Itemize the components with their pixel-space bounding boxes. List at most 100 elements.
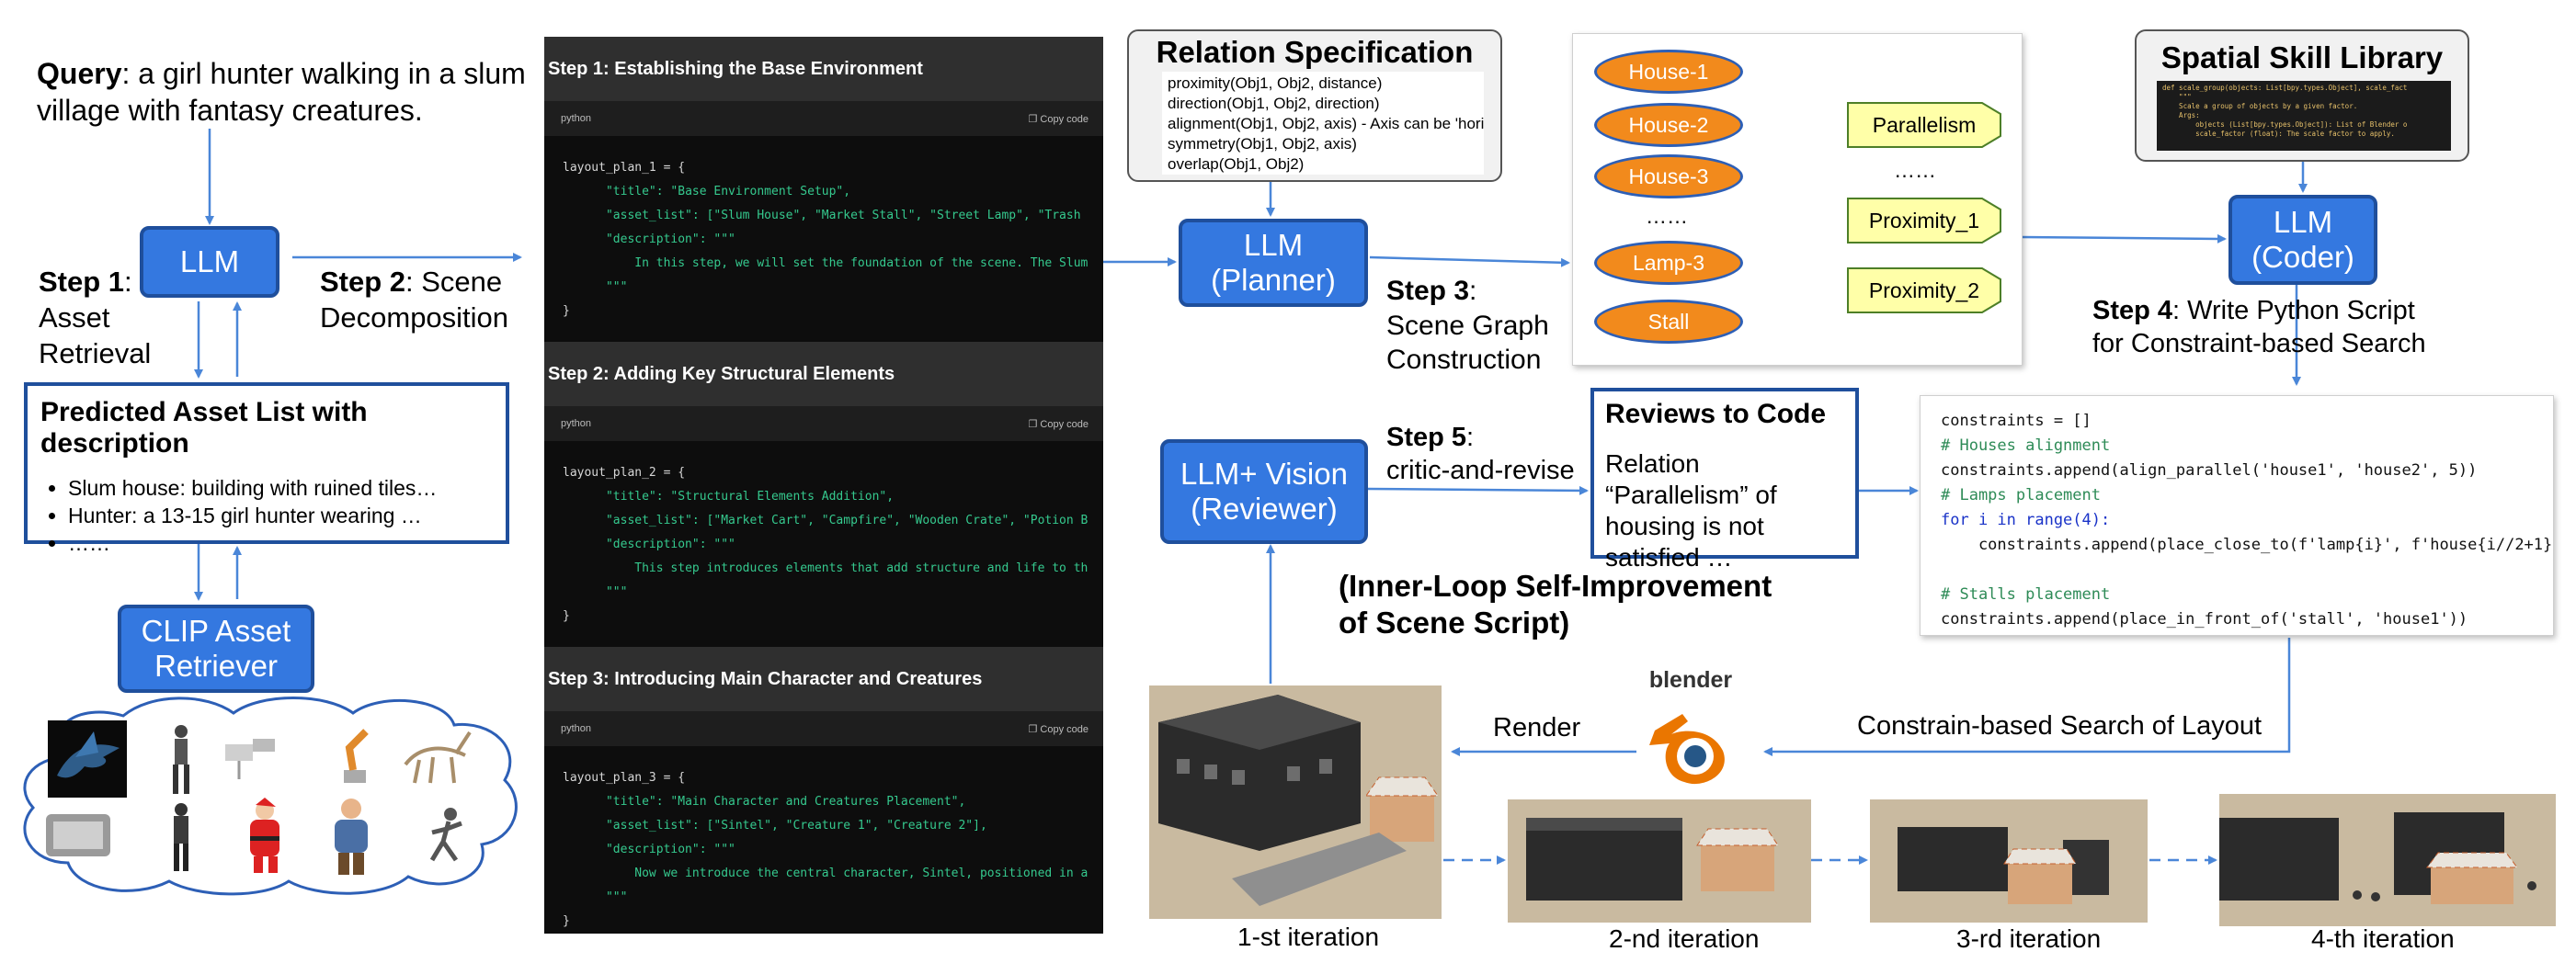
copy-code-button[interactable]: ❐ Copy code bbox=[1028, 418, 1089, 430]
step2-line2: Decomposition bbox=[320, 300, 509, 334]
code-lang-label: python bbox=[561, 113, 592, 124]
robot-arm-image bbox=[325, 722, 381, 787]
relation-proximity-2: Proximity_2 bbox=[1846, 266, 2002, 314]
skill-library-title: Spatial Skill Library bbox=[2160, 40, 2444, 74]
code-triple: """ bbox=[605, 890, 628, 904]
code-close: } bbox=[563, 609, 570, 623]
relation-spec-line: alignment(Obj1, Obj2, axis) - Axis can b… bbox=[1168, 115, 1484, 132]
step2-text: Step 2: Scene Decomposition bbox=[320, 265, 508, 336]
code-key-desc: "description": """ bbox=[605, 232, 735, 246]
code-lang-label: python bbox=[561, 418, 592, 429]
step5-line1: : bbox=[1466, 423, 1475, 452]
step5-label: Step 5 bbox=[1386, 423, 1467, 452]
asset-list-item: …… bbox=[68, 529, 506, 557]
iteration-1-render bbox=[1149, 685, 1442, 919]
step2-label: Step 2 bbox=[320, 266, 406, 298]
soldier-figure-image bbox=[158, 801, 204, 875]
relation-spec-line: proximity(Obj1, Obj2, distance) bbox=[1168, 74, 1383, 92]
layout-plan-code-panel: Step 1: Establishing the Base Environmen… bbox=[544, 37, 1103, 934]
dragon-image bbox=[48, 720, 127, 798]
relation-spec-line: overlap(Obj1, Obj2) bbox=[1168, 155, 1305, 173]
copy-code-button[interactable]: ❐ Copy code bbox=[1028, 723, 1089, 735]
asset-list-item: Hunter: a 13-15 girl hunter wearing … bbox=[68, 502, 506, 529]
iteration-1-label: 1-st iteration bbox=[1237, 923, 1380, 951]
arrow-graph-coder bbox=[2020, 233, 2227, 244]
relation-proximity-2-label: Proximity_2 bbox=[1868, 278, 1980, 302]
skill-library-code: def scale_group(objects: List[bpy.types.… bbox=[2157, 81, 2451, 151]
iteration-3-label: 3-rd iteration bbox=[1956, 924, 2102, 953]
code-desc-value: In this step, we will set the foundation… bbox=[634, 256, 1089, 270]
code-triple: """ bbox=[605, 280, 628, 294]
code-close: } bbox=[563, 914, 570, 928]
copy-code-label: Copy code bbox=[1040, 723, 1089, 735]
step4-label: Step 4 bbox=[2092, 296, 2173, 325]
reviewer-line1: LLM+ Vision bbox=[1180, 457, 1348, 492]
code-title-value: "Structural Elements Addition", bbox=[670, 490, 895, 504]
render-label: Render bbox=[1493, 713, 1581, 742]
arrow-planner-graph bbox=[1369, 255, 1570, 267]
code-line: constraints.append(place_close_to(f'lamp… bbox=[1941, 536, 2554, 554]
node-house-1: House-1 bbox=[1594, 50, 1743, 94]
code-assets-value: ["Sintel", "Creature 1", "Creature 2"], bbox=[706, 819, 987, 833]
code-assets-value: ["Market Cart", "Campfire", "Wooden Crat… bbox=[706, 514, 1089, 527]
iteration-2-render bbox=[1508, 799, 1811, 923]
code-step1-body: layout_plan_1 = { "title": "Base Environ… bbox=[544, 136, 1103, 333]
robot-figure-image bbox=[158, 722, 204, 799]
old-man-image bbox=[322, 796, 381, 878]
machine-image bbox=[37, 805, 123, 867]
code-var: layout_plan_1 = { bbox=[563, 161, 686, 175]
step4-line1: : Write Python Script bbox=[2172, 296, 2415, 325]
arrow-reviewer-review bbox=[1367, 485, 1589, 495]
query-content: : a girl hunter walking in a slum villag… bbox=[37, 57, 526, 127]
skill-code-line: Scale a group of objects by a given fact… bbox=[2162, 102, 2358, 110]
code-step2-title: Step 2: Adding Key Structural Elements bbox=[544, 342, 1103, 406]
step3-line2: Scene Graph bbox=[1386, 310, 1549, 341]
node-stall: Stall bbox=[1594, 300, 1743, 344]
node-house-2: House-2 bbox=[1594, 103, 1743, 147]
step5-text: Step 5: critic-and-revise bbox=[1386, 421, 1575, 488]
node-ellipsis: …… bbox=[1646, 204, 1688, 228]
inner-loop-line1: (Inner-Loop Self-Improvement bbox=[1339, 569, 1772, 603]
code-comment: # Lamps placement bbox=[1941, 486, 2101, 504]
code-lang-label: python bbox=[561, 723, 592, 734]
code-var: layout_plan_2 = { bbox=[563, 466, 686, 480]
arrow-constraints-blender bbox=[1763, 638, 2291, 756]
code-key-assets: "asset_list": bbox=[605, 514, 707, 527]
camera-rig-image bbox=[221, 726, 285, 781]
relation-proximity-1: Proximity_1 bbox=[1846, 197, 2002, 244]
code-key-assets: "asset_list": bbox=[605, 209, 707, 222]
review-panel: Reviews to Code Relation “Parallelism” o… bbox=[1590, 388, 1859, 572]
blender-icon bbox=[1636, 694, 1745, 793]
review-title: Reviews to Code bbox=[1605, 399, 1827, 429]
copy-code-button[interactable]: ❐ Copy code bbox=[1028, 113, 1089, 125]
asset-list: Slum house: building with ruined tiles… … bbox=[28, 474, 506, 557]
step3-line3: Construction bbox=[1386, 345, 1542, 375]
code-title-value: "Base Environment Setup", bbox=[670, 185, 851, 198]
step3-text: Step 3: Scene Graph Construction bbox=[1386, 274, 1549, 378]
code-comment: # Houses alignment bbox=[1941, 436, 2111, 455]
skeleton-creature-image bbox=[401, 719, 474, 788]
relation-spec-title: Relation Specification bbox=[1156, 35, 1474, 69]
step1-line1: : bbox=[124, 266, 132, 298]
code-key-assets: "asset_list": bbox=[605, 819, 707, 833]
inner-loop-line2: of Scene Script) bbox=[1339, 606, 1570, 640]
llm-coder-box: LLM(Coder) bbox=[2228, 195, 2377, 285]
skill-library-panel: Spatial Skill Library def scale_group(ob… bbox=[2135, 29, 2469, 162]
llm-planner-box: LLM(Planner) bbox=[1179, 219, 1368, 307]
code-triple: """ bbox=[605, 585, 628, 599]
code-step2-body: layout_plan_2 = { "title": "Structural E… bbox=[544, 441, 1103, 638]
llm-vision-reviewer-box: LLM+ Vision(Reviewer) bbox=[1160, 439, 1368, 544]
asset-list-title: Predicted Asset List with description bbox=[40, 397, 368, 459]
relation-spec-panel: Relation Specification proximity(Obj1, O… bbox=[1127, 29, 1502, 182]
iteration-2-label: 2-nd iteration bbox=[1609, 924, 1760, 953]
code-desc-value: This step introduces elements that add s… bbox=[634, 561, 1089, 575]
reviewer-line2: (Reviewer) bbox=[1191, 492, 1338, 526]
code-comment: # Stalls placement bbox=[1941, 585, 2111, 604]
step3-line1: : bbox=[1469, 276, 1477, 306]
code-key-title: "title": bbox=[605, 490, 671, 504]
review-text: Relation “Parallelism” of housing is not… bbox=[1605, 449, 1777, 572]
code-step2-header: python ❐ Copy code bbox=[544, 406, 1103, 441]
planner-line1: LLM bbox=[1243, 228, 1304, 263]
